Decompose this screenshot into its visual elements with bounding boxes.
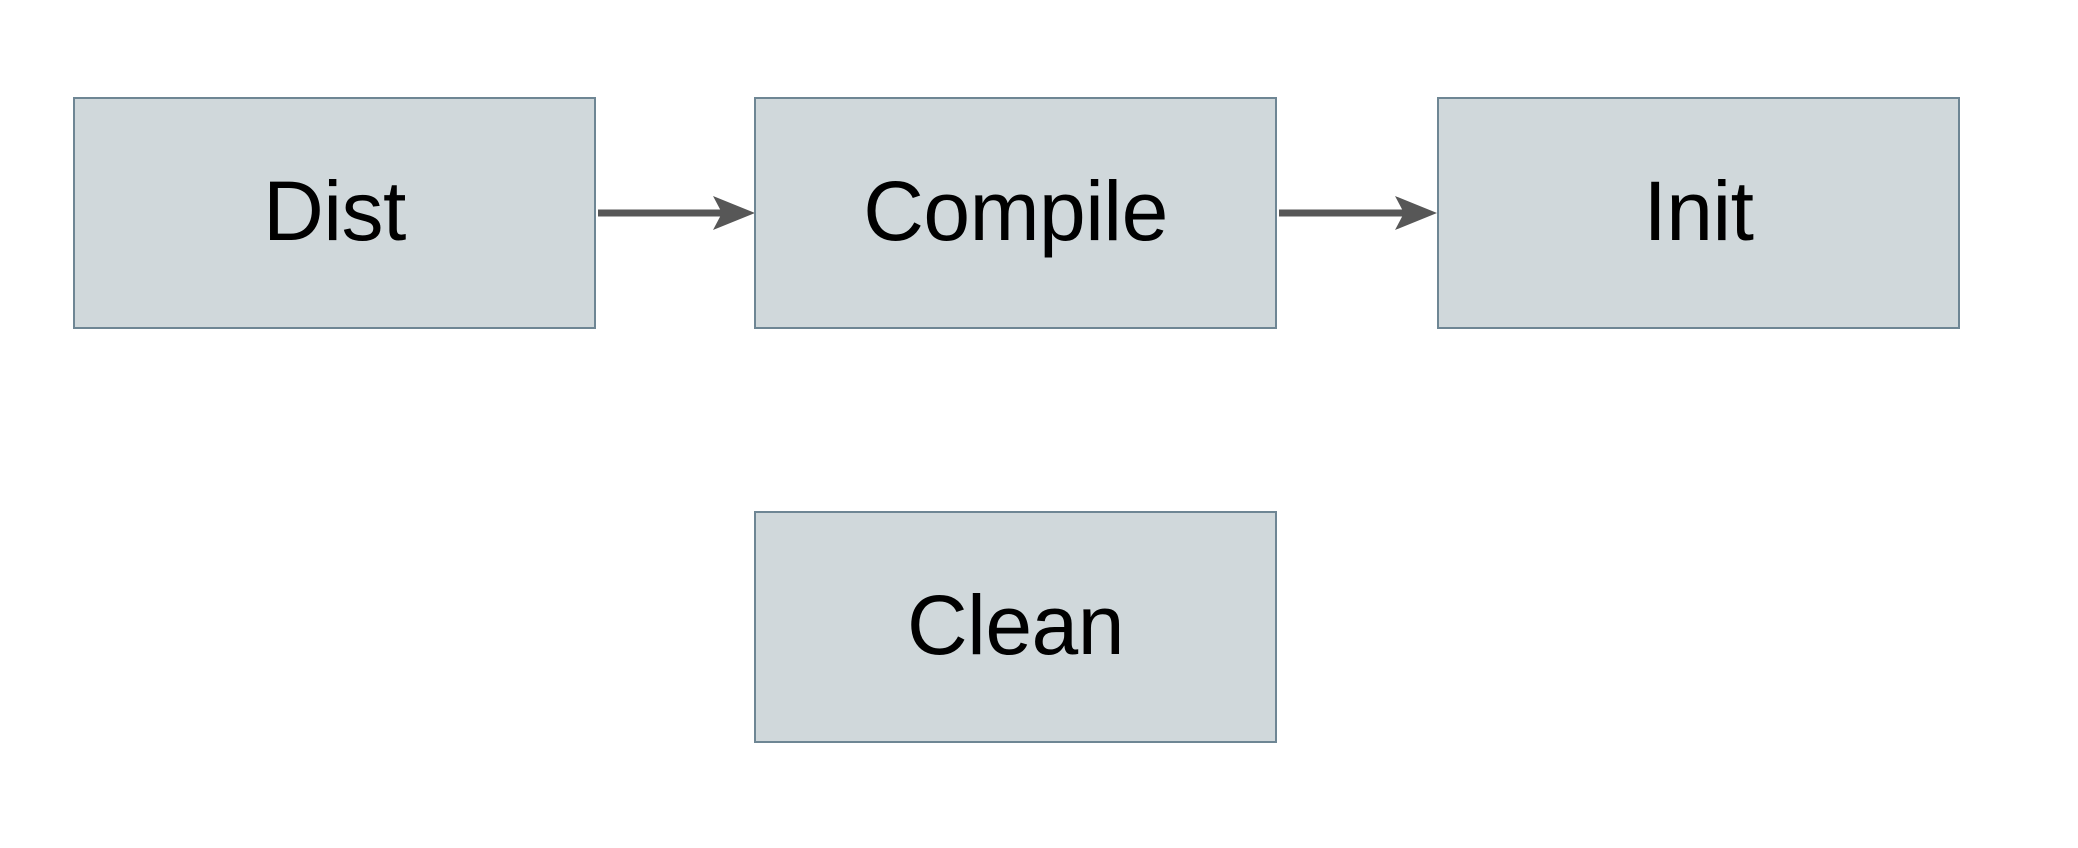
node-dist-label: Dist (263, 164, 406, 258)
node-dist[interactable]: Dist (73, 97, 596, 329)
node-clean[interactable]: Clean (754, 511, 1277, 743)
arrowhead-icon (1395, 196, 1437, 230)
node-init[interactable]: Init (1437, 97, 1960, 329)
edge-dist-to-compile[interactable] (598, 196, 755, 230)
arrowhead-icon (713, 196, 755, 230)
node-compile[interactable]: Compile (754, 97, 1277, 329)
edge-compile-to-init[interactable] (1279, 196, 1437, 230)
node-compile-label: Compile (863, 164, 1168, 258)
node-init-label: Init (1643, 164, 1754, 258)
node-clean-label: Clean (907, 578, 1124, 672)
